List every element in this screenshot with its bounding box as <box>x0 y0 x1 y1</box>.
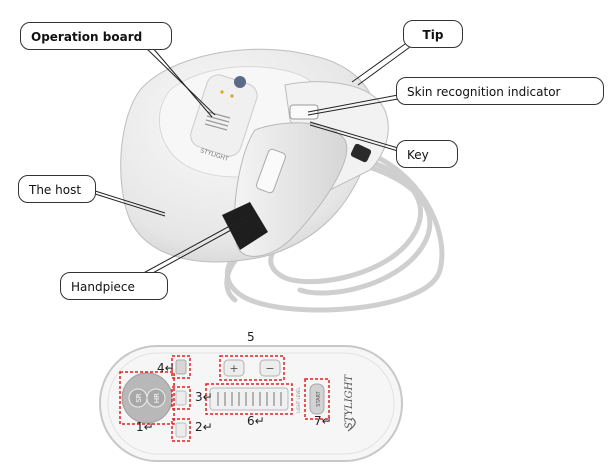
plus-label: + <box>229 362 238 375</box>
callout-handpiece: Handpiece <box>60 272 168 300</box>
dashed-box-5 <box>219 355 285 381</box>
start-label: START <box>316 390 322 406</box>
panel-label-5: 5 <box>247 330 255 344</box>
dashed-box-6 <box>205 383 293 415</box>
mode-hr-label: HR <box>153 393 161 403</box>
panel-label-3: 3↵ <box>195 390 213 404</box>
dashed-box-1 <box>119 371 175 425</box>
skin-recognition-window <box>289 104 319 120</box>
mode-sr-label: SR <box>135 393 143 402</box>
callout-key: Key <box>396 140 458 168</box>
panel-label-4: 4↵ <box>157 361 175 375</box>
control-panel-diagram: SR HR + − LIGHT LEVEL START <box>99 345 403 462</box>
panel-label-1: 1↵ <box>136 420 154 434</box>
callout-host: The host <box>18 175 96 203</box>
plus-button: + <box>223 359 245 377</box>
minus-button: − <box>259 359 281 377</box>
panel-label-2: 2↵ <box>195 420 213 434</box>
callout-operation-board: Operation board <box>20 22 172 50</box>
start-button: START <box>309 383 325 415</box>
minus-label: − <box>265 362 274 375</box>
mode-button: SR HR <box>121 372 173 424</box>
panel-brand-swirl <box>347 417 356 432</box>
handpiece-label-plate <box>255 148 287 194</box>
dashed-box-7 <box>304 378 330 420</box>
panel-label-6: 6↵ <box>247 414 265 428</box>
panel-label-7: 7↵ <box>314 414 332 428</box>
indicator-column <box>175 359 187 438</box>
light-level-label: LIGHT LEVEL <box>296 386 301 412</box>
panel-brand-text: STYLIGHT <box>344 374 355 429</box>
callout-tip: Tip <box>403 20 463 48</box>
light-level-bar <box>209 387 289 411</box>
callout-skin-recognition: Skin recognition indicator <box>396 77 604 105</box>
